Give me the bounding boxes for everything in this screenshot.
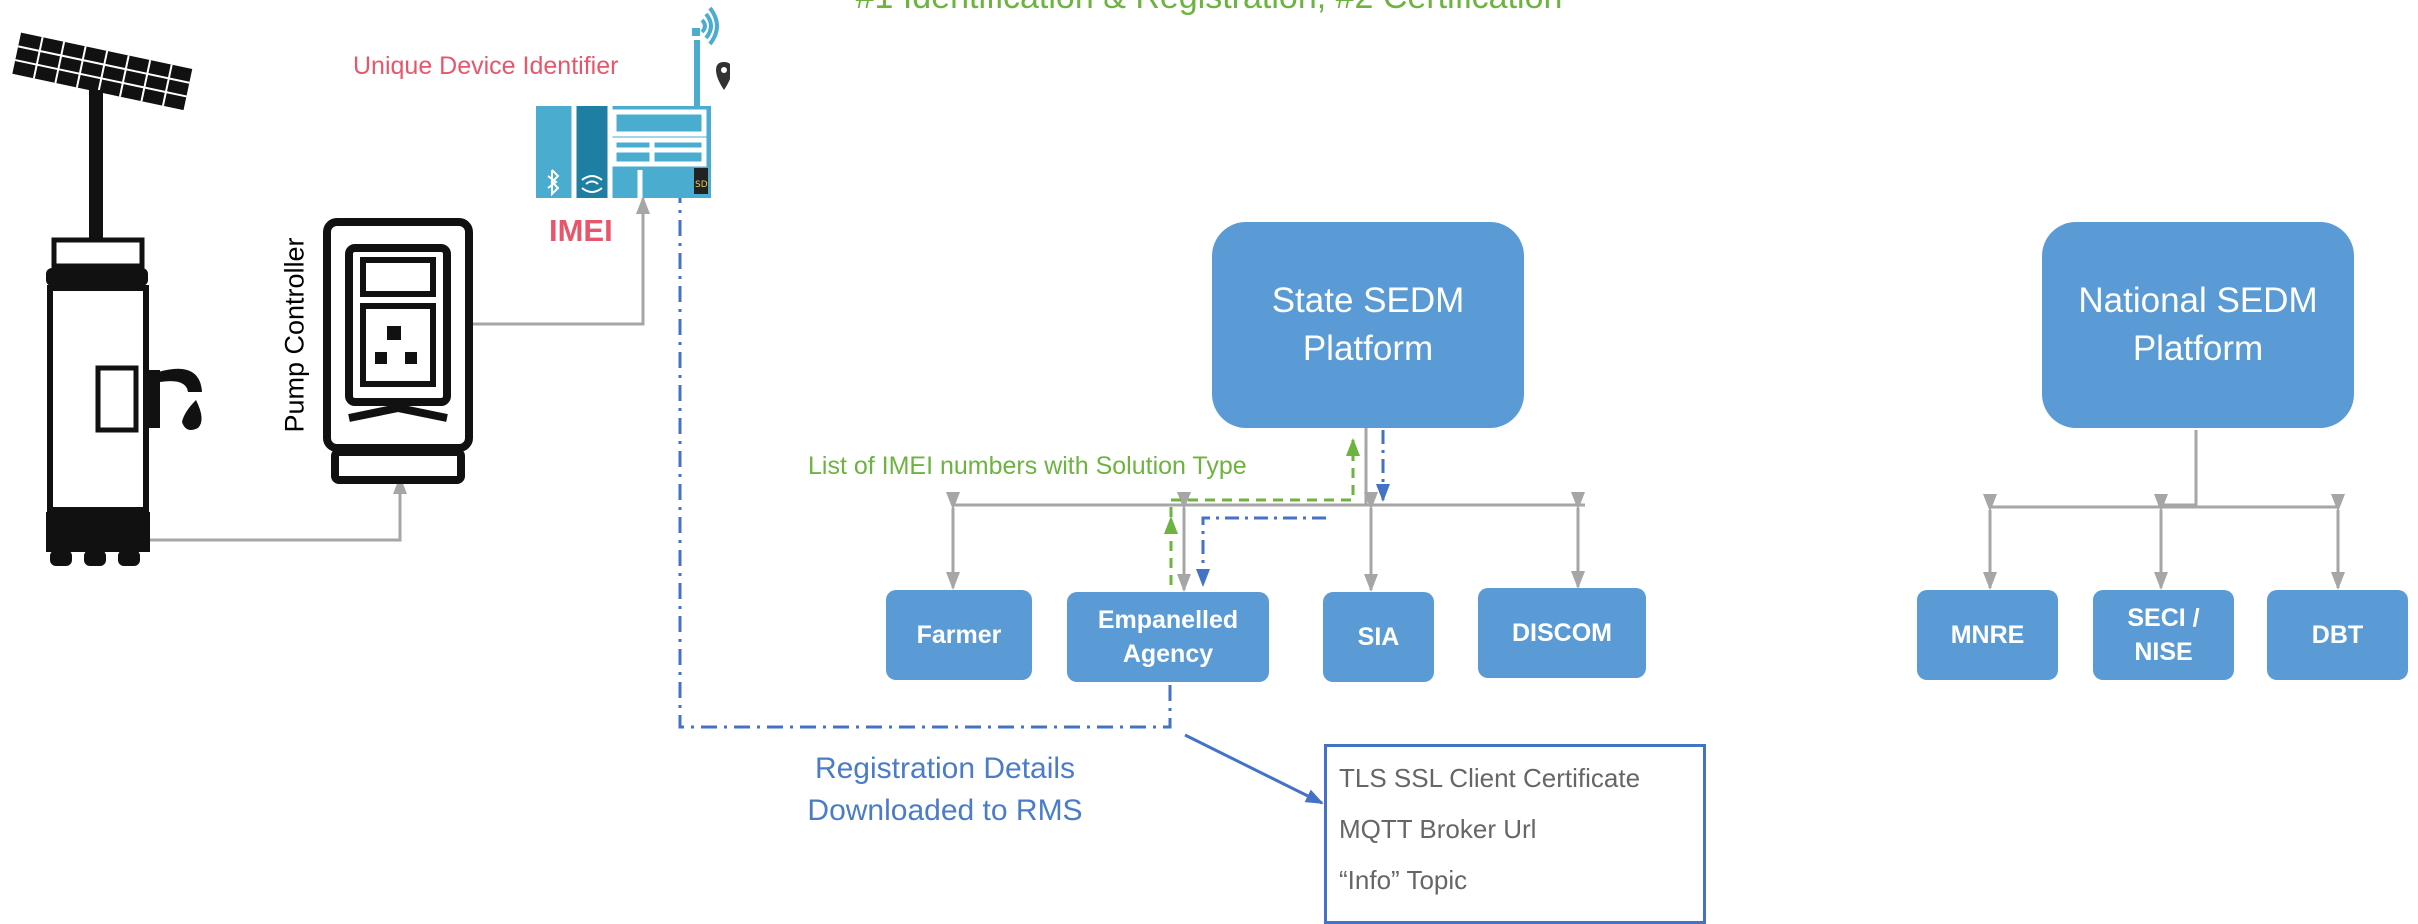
node-farmer: Farmer (886, 590, 1032, 680)
node-mnre: MNRE (1917, 590, 2058, 680)
diagram-title: #1 Identification & Registration, #2 Cer… (0, 0, 2418, 17)
node-dbt: DBT (2267, 590, 2408, 680)
registration-details-label: Registration Details Downloaded to RMS (807, 752, 1083, 827)
sd-card-label: SD (695, 180, 708, 190)
unique-device-identifier-label: Unique Device Identifier (353, 52, 619, 80)
certificate-details-box: TLS SSL Client Certificate MQTT Broker U… (1324, 744, 1706, 924)
blue-dashdot-to-rms (673, 176, 1172, 729)
imei-label: IMEI (549, 213, 613, 248)
pump-controller-label: Pump Controller (279, 237, 310, 433)
pump-controller-icon (323, 218, 473, 484)
national-bus-vertical (2158, 430, 2198, 507)
cert-arrow (1184, 733, 1324, 805)
node-empanelled-agency: Empanelled Agency (1067, 592, 1269, 682)
national-sedm-platform: National SEDM Platform (2042, 222, 2354, 428)
cert-item-mqtt: MQTT Broker Url (1339, 814, 1537, 844)
list-of-imei-label: List of IMEI numbers with Solution Type (808, 452, 1247, 480)
node-seci-nise: SECI / NISE (2093, 590, 2234, 680)
solar-pump-icon (12, 32, 202, 566)
node-sia: SIA (1323, 592, 1434, 682)
node-discom: DISCOM (1478, 588, 1646, 678)
wire-controller-rms (450, 196, 650, 331)
blue-dashdot-to-agency (1196, 516, 1326, 587)
wire-motor-controller (134, 476, 407, 547)
state-sedm-platform: State SEDM Platform (1212, 222, 1524, 428)
rms-device-icon: SD (536, 6, 730, 198)
cert-item-tls: TLS SSL Client Certificate (1339, 763, 1641, 793)
cert-item-info-topic: “Info” Topic (1339, 865, 1468, 895)
